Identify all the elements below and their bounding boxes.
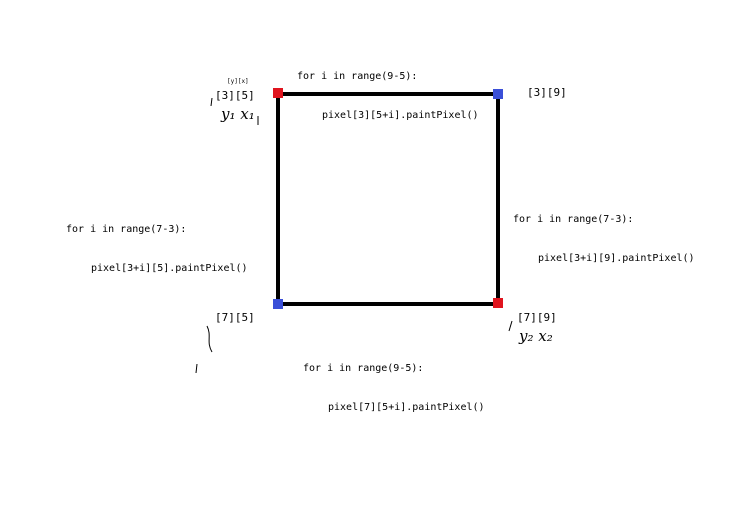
corner-label-top-right: [3][9]: [527, 86, 567, 99]
bottom-right-marker: [493, 298, 503, 308]
code-left: for i in range(7-3): pixel[3+i][5].paint…: [66, 197, 248, 301]
corner-label-bottom-right: [7][9]: [517, 311, 557, 324]
yx-hint: [y][x]: [227, 78, 249, 85]
code-top: for i in range(9-5): pixel[3][5+i].paint…: [297, 44, 479, 148]
code-bottom: for i in range(9-5): pixel[7][5+i].paint…: [303, 336, 485, 440]
bottom-left-marker: [273, 299, 283, 309]
hand-brace-bottom-left: [206, 325, 213, 353]
hand-tick-bottom-left: [195, 363, 198, 374]
code-right-line2: pixel[3+i][9].paintPixel(): [538, 253, 695, 264]
hand-note-bottom-right: y₂ x₂: [519, 327, 553, 345]
code-left-line2: pixel[3+i][5].paintPixel(): [91, 263, 248, 274]
top-right-marker: [493, 89, 503, 99]
code-bottom-line2: pixel[7][5+i].paintPixel(): [328, 402, 485, 413]
hand-note-top-left: y₁ x₁: [221, 105, 255, 123]
hand-tick-bottom-right: [508, 320, 513, 332]
code-left-line1: for i in range(7-3):: [66, 224, 187, 235]
code-top-line1: for i in range(9-5):: [297, 71, 418, 82]
code-top-line2: pixel[3][5+i].paintPixel(): [322, 110, 479, 121]
corner-label-top-left: [3][5]: [215, 89, 255, 102]
top-left-marker: [273, 88, 283, 98]
hand-tick-top-left: [210, 97, 213, 107]
code-bottom-line1: for i in range(9-5):: [303, 363, 424, 374]
code-right-line1: for i in range(7-3):: [513, 214, 634, 225]
corner-label-bottom-left: [7][5]: [215, 311, 255, 324]
code-right: for i in range(7-3): pixel[3+i][9].paint…: [513, 187, 695, 291]
